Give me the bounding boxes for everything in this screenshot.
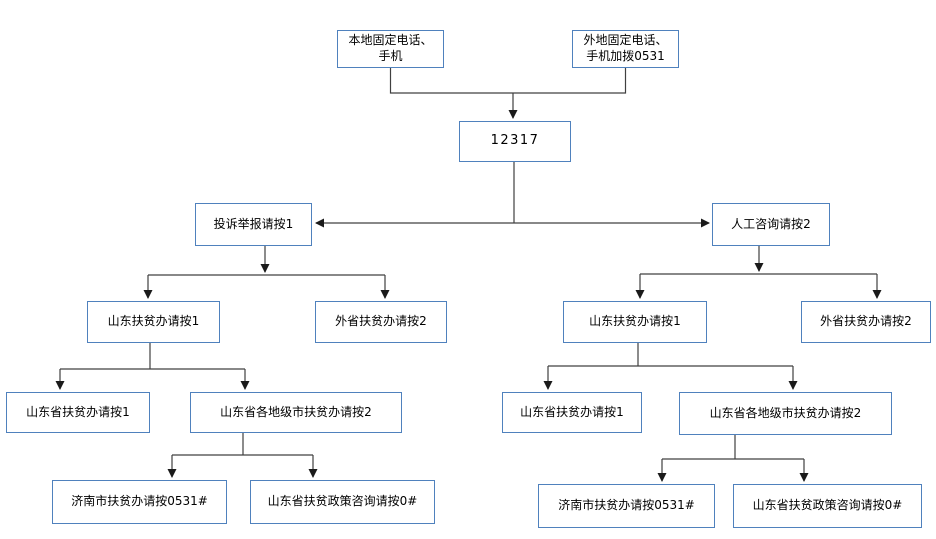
- node-consult-policy-consult: 山东省扶贫政策咨询请按0#: [733, 484, 922, 528]
- node-complaint-other-province-office: 外省扶贫办请按2: [315, 301, 447, 343]
- node-entry-local-phone: 本地固定电话、 手机: [337, 30, 444, 68]
- node-complaint-provincial-office: 山东省扶贫办请按1: [6, 392, 150, 433]
- edge-consult-shandong-to-level4: [543, 343, 798, 390]
- edge-consult-to-level3: [635, 246, 882, 299]
- edge-complaint-shandong-to-level4: [55, 343, 250, 390]
- edge-complaint-to-level3: [143, 246, 390, 299]
- node-consult-press2: 人工咨询请按2: [712, 203, 830, 246]
- node-consult-shandong-office: 山东扶贫办请按1: [563, 301, 707, 343]
- node-complaint-city-offices: 山东省各地级市扶贫办请按2: [190, 392, 402, 433]
- node-complaint-jinan-office: 济南市扶贫办请按0531#: [52, 480, 227, 524]
- node-consult-city-offices: 山东省各地级市扶贫办请按2: [679, 392, 892, 435]
- node-hotline-12317: 12317: [459, 121, 571, 162]
- node-complaint-shandong-office: 山东扶贫办请按1: [87, 301, 220, 343]
- node-complaint-policy-consult: 山东省扶贫政策咨询请按0#: [250, 480, 435, 524]
- edge-entries-to-hotline: [389, 68, 627, 119]
- node-consult-provincial-office: 山东省扶贫办请按1: [502, 392, 642, 433]
- node-entry-remote-phone: 外地固定电话、 手机加拨0531: [572, 30, 679, 68]
- edge-hotline-to-level2: [315, 162, 710, 228]
- node-consult-jinan-office: 济南市扶贫办请按0531#: [538, 484, 715, 528]
- node-complaint-press1: 投诉举报请按1: [195, 203, 312, 246]
- node-consult-other-province-office: 外省扶贫办请按2: [801, 301, 931, 343]
- edge-complaint-cities-to-level5: [167, 433, 318, 478]
- edge-consult-cities-to-level5: [657, 435, 809, 482]
